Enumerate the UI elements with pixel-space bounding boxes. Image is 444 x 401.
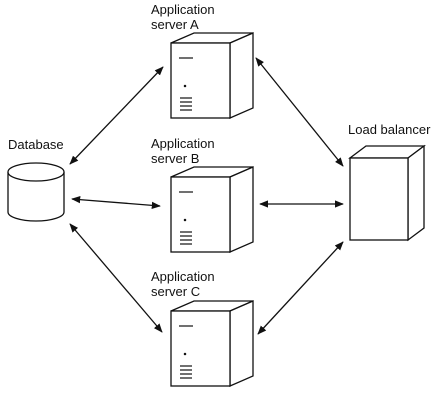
server-b-label-line1: Application xyxy=(151,136,215,151)
server-a-detail xyxy=(179,57,193,111)
server-b-detail xyxy=(179,191,193,245)
server-c-label-line1: Application xyxy=(151,269,215,284)
server-c-label-line2: server C xyxy=(151,284,201,299)
server-c-tower-icon xyxy=(170,300,254,387)
arrow-database-server-c xyxy=(69,223,163,333)
server-a-label: Application server A xyxy=(151,2,215,32)
server-b-label-line2: server B xyxy=(151,151,200,166)
server-a-tower-icon xyxy=(170,32,254,119)
arrow-database-server-a xyxy=(69,66,164,165)
server-b-tower-icon xyxy=(170,166,254,253)
arrow-database-server-b xyxy=(71,196,161,209)
database-cylinder-icon xyxy=(7,162,65,222)
server-c-label: Application server C xyxy=(151,269,215,299)
load-balancer-box-icon xyxy=(348,144,426,242)
server-b-label: Application server B xyxy=(151,136,215,166)
database-label: Database xyxy=(8,137,64,152)
connection-arrows xyxy=(69,57,344,335)
server-a-label-line2: server A xyxy=(151,17,199,32)
arrow-loadbalancer-server-c xyxy=(257,241,344,335)
load-balancer-label: Load balancer xyxy=(348,122,431,137)
server-a-label-line1: Application xyxy=(151,2,215,17)
arrow-loadbalancer-server-a xyxy=(255,57,344,167)
server-c-detail xyxy=(179,325,193,379)
